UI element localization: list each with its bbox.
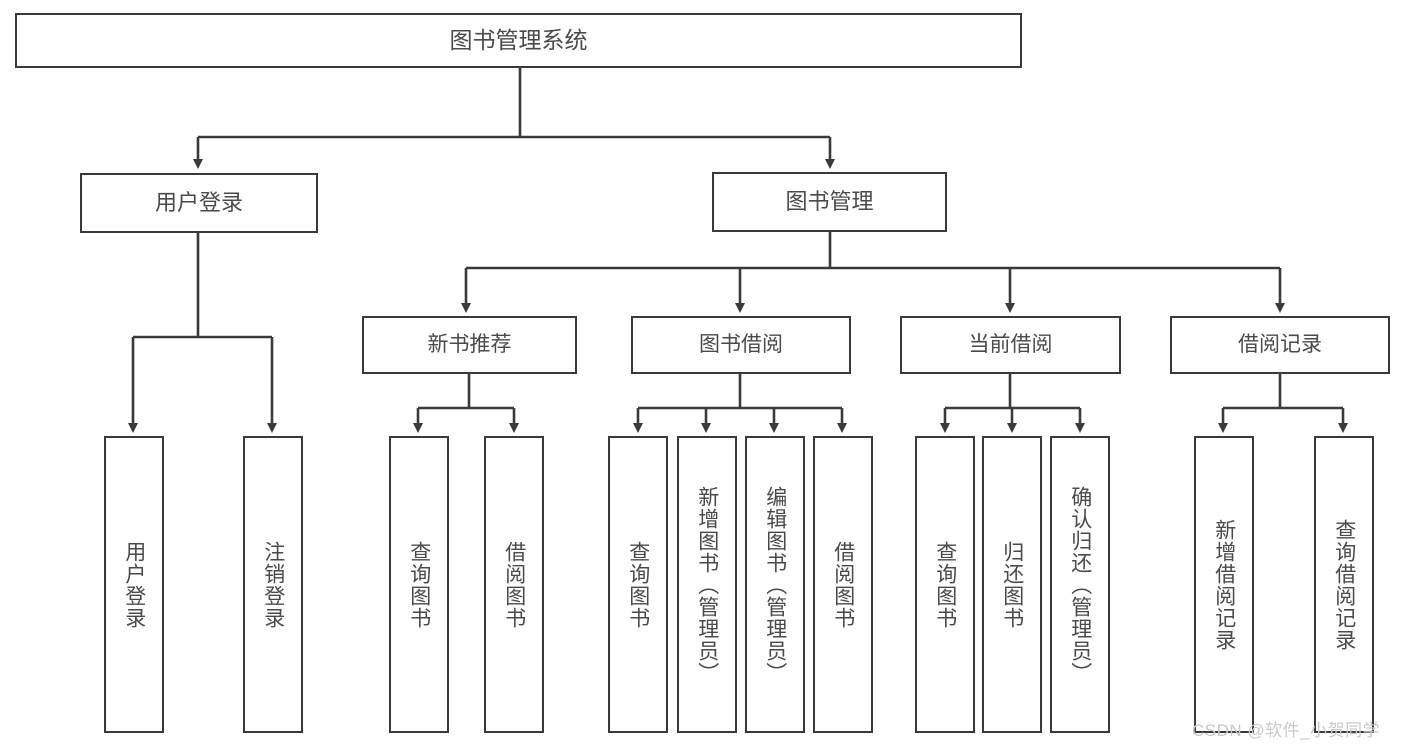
leaf-query-book-recommend[interactable]: 查询图书	[389, 436, 449, 733]
leaf-edit-book-admin-label: 编辑图书（管理员）	[763, 485, 787, 684]
leaf-confirm-return-admin-label: 确认归还（管理员）	[1068, 485, 1092, 684]
node-book-management[interactable]: 图书管理	[712, 172, 947, 232]
leaf-query-book-current[interactable]: 查询图书	[915, 436, 975, 733]
csdn-watermark: CSDN @软件_小贺同学	[1192, 721, 1381, 740]
leaf-add-book-admin-label: 新增图书（管理员）	[695, 485, 719, 684]
leaf-query-borrow-record[interactable]: 查询借阅记录	[1314, 436, 1374, 733]
node-new-book-recommend[interactable]: 新书推荐	[362, 316, 577, 374]
leaf-query-book-borrow-label: 查询图书	[626, 540, 650, 629]
node-borrow-record[interactable]: 借阅记录	[1170, 316, 1390, 374]
node-book-management-label: 图书管理	[785, 189, 874, 215]
leaf-logout-label: 注销登录	[261, 540, 285, 629]
node-current-borrow-label: 当前借阅	[968, 332, 1053, 356]
leaf-add-book-admin[interactable]: 新增图书（管理员）	[677, 436, 737, 733]
leaf-query-book-recommend-label: 查询图书	[407, 540, 431, 629]
leaf-borrow-book[interactable]: 借阅图书	[813, 436, 873, 733]
leaf-return-book-label: 归还图书	[1000, 540, 1024, 629]
node-new-book-recommend-label: 新书推荐	[427, 332, 512, 356]
leaf-query-book-borrow[interactable]: 查询图书	[608, 436, 668, 733]
leaf-logout[interactable]: 注销登录	[243, 436, 303, 733]
leaf-user-login-label: 用户登录	[122, 540, 146, 629]
node-book-borrow[interactable]: 图书借阅	[631, 316, 851, 374]
leaf-query-book-current-label: 查询图书	[933, 540, 957, 629]
leaf-add-borrow-record-label: 新增借阅记录	[1212, 518, 1236, 651]
leaf-add-borrow-record[interactable]: 新增借阅记录	[1194, 436, 1254, 733]
node-user-login-label: 用户登录	[154, 190, 243, 216]
node-root-label: 图书管理系统	[449, 27, 588, 54]
leaf-user-login[interactable]: 用户登录	[104, 436, 164, 733]
node-borrow-record-label: 借阅记录	[1238, 332, 1322, 356]
leaf-confirm-return-admin[interactable]: 确认归还（管理员）	[1050, 436, 1110, 733]
node-current-borrow[interactable]: 当前借阅	[900, 316, 1121, 374]
node-user-login[interactable]: 用户登录	[80, 173, 318, 233]
leaf-borrow-book-recommend[interactable]: 借阅图书	[484, 436, 544, 733]
node-book-borrow-label: 图书借阅	[699, 332, 783, 356]
leaf-return-book[interactable]: 归还图书	[982, 436, 1042, 733]
leaf-query-borrow-record-label: 查询借阅记录	[1332, 518, 1356, 651]
node-root[interactable]: 图书管理系统	[15, 13, 1022, 68]
leaf-borrow-book-recommend-label: 借阅图书	[502, 540, 526, 629]
leaf-edit-book-admin[interactable]: 编辑图书（管理员）	[745, 436, 805, 733]
leaf-borrow-book-label: 借阅图书	[831, 540, 855, 629]
